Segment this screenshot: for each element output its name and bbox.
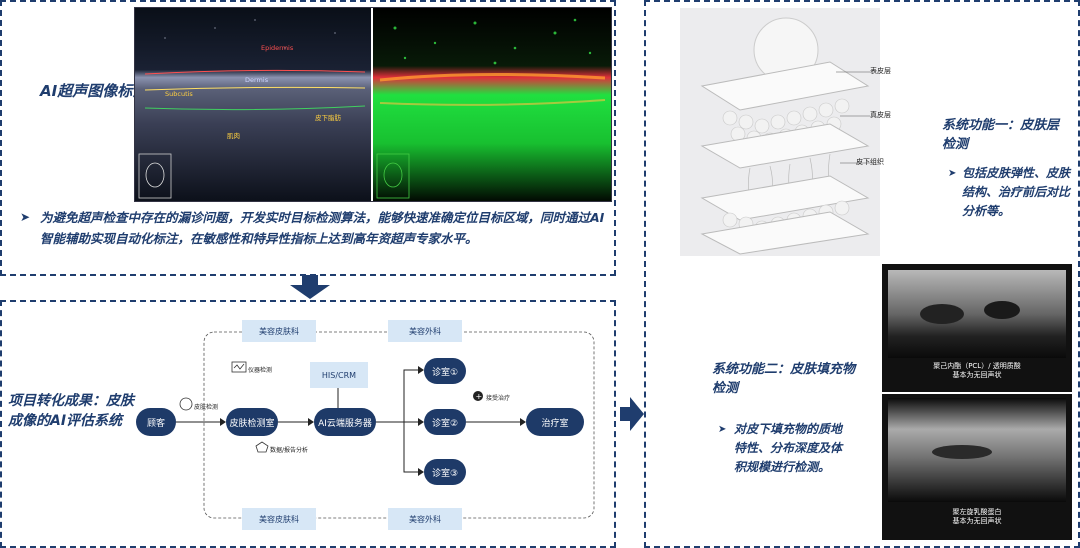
- us-label-epidermis: Epidermis: [261, 44, 294, 52]
- label-data-report: 数据/报告分析: [270, 447, 309, 454]
- label-subcutaneous-layer: 皮下组织: [856, 158, 884, 166]
- filler-ultrasound-image-2: 聚左旋乳酸蛋白 基本为无回声状: [882, 394, 1072, 540]
- flow-diagram: + 美容皮肤科 美容外科 美容皮肤科 美容外科 HIS/CRM 顾客 皮肤检测室…: [136, 318, 606, 530]
- svg-text:+: +: [476, 392, 483, 401]
- filler-caption-1: 聚己内酯（PCL）/ 透明质酸 基本为无回声状: [933, 362, 1021, 380]
- function1-description: 包括皮肤弹性、皮肤结构、治疗前后对比分析等。: [962, 166, 1071, 218]
- label-epidermis-layer: 表皮层: [870, 67, 891, 75]
- function2-description: 对皮下填充物的质地特性、分布深度及体积规模进行检测。: [734, 422, 843, 474]
- tag-bottom-cosmetic-derm: 美容皮肤科: [242, 508, 316, 530]
- tag-top-cosmetic-surgery: 美容外科: [388, 320, 462, 342]
- label-dermis-layer: 真皮层: [870, 111, 891, 119]
- description-bullet-icon: ➤: [20, 210, 31, 224]
- filler-caption-2: 聚左旋乳酸蛋白 基本为无回声状: [952, 508, 1002, 526]
- project-result-panel: [0, 300, 616, 548]
- treatment-room-node: 治疗室: [526, 408, 584, 436]
- ultrasound-description: 为避免超声检查中存在的漏诊问题，开发实时目标检测算法，能够快速准确定位目标区域，…: [40, 210, 605, 246]
- filler-ultrasound-image-1: 聚己内酯（PCL）/ 透明质酸 基本为无回声状: [882, 264, 1072, 392]
- down-arrow-icon: [290, 275, 330, 299]
- ai-cloud-server-node: AI云端服务器: [314, 408, 376, 436]
- clinic-room-2-node: 诊室②: [424, 409, 466, 435]
- tag-bottom-cosmetic-surgery: 美容外科: [388, 508, 462, 530]
- us-label-fat: 皮下脂肪: [315, 114, 341, 122]
- tag-top-cosmetic-derm: 美容皮肤科: [242, 320, 316, 342]
- project-result-title: 项目转化成果：皮肤成像的AI评估系统: [8, 393, 134, 429]
- clinic-room-3-node: 诊室③: [424, 459, 466, 485]
- clinic-room-1-node: 诊室①: [424, 358, 466, 384]
- label-skin-test: 皮肤检测: [194, 404, 219, 411]
- us-label-muscle: 肌肉: [227, 132, 240, 140]
- function1-title: 系统功能一：皮肤层检测: [942, 118, 1060, 152]
- ultrasound-annotation-title: AI超声图像标注: [40, 82, 148, 100]
- ultrasound-image: Epidermis Dermis Subcutis 皮下脂肪 肌肉: [134, 7, 612, 202]
- function2-bullet-icon: ➤: [718, 424, 727, 435]
- label-instrument-test: 仪器检测: [248, 367, 273, 374]
- us-label-dermis: Dermis: [245, 76, 269, 84]
- customer-node: 顾客: [136, 408, 176, 436]
- skin-test-room-node: 皮肤检测室: [226, 408, 278, 436]
- his-crm-node: HIS/CRM: [310, 362, 368, 388]
- right-arrow-icon: [620, 397, 644, 431]
- us-label-subcutis: Subcutis: [165, 90, 193, 98]
- label-accept-treatment: 接受治疗: [486, 395, 511, 402]
- function1-bullet-icon: ➤: [948, 168, 957, 179]
- function2-title: 系统功能二：皮肤填充物检测: [712, 362, 856, 396]
- skin-layer-illustration: 表皮层 真皮层 皮下组织: [680, 8, 891, 256]
- system-functions-panel: [644, 0, 1080, 548]
